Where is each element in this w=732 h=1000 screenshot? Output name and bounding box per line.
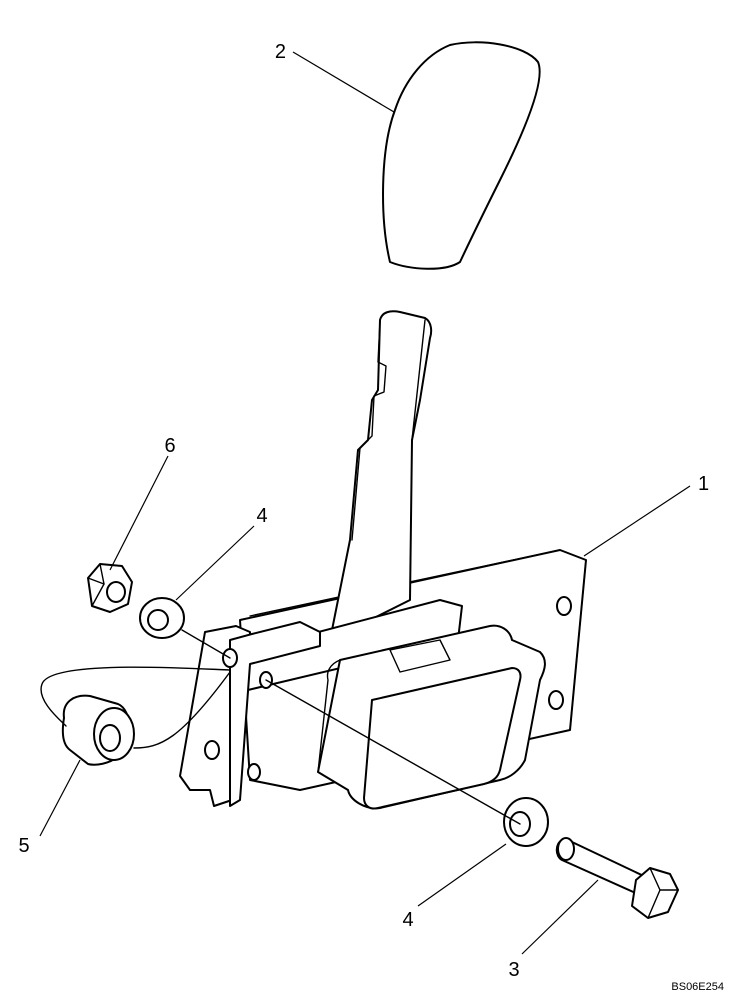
callout-labels: 2 1 6 4 5 4 3 <box>18 41 709 981</box>
spacer-bushing <box>61 694 135 766</box>
bracket-hole-4 <box>247 763 261 781</box>
callout-2: 2 <box>275 41 286 63</box>
callout-6: 6 <box>164 435 175 457</box>
switch-module <box>317 624 546 810</box>
callout-4-lower: 4 <box>402 909 413 931</box>
callout-1: 1 <box>698 473 709 495</box>
washer-lower <box>503 797 549 847</box>
bolt <box>555 837 679 919</box>
shift-knob <box>382 41 541 270</box>
plate-hole-upper-right <box>556 596 572 616</box>
callout-4-upper: 4 <box>256 505 267 527</box>
shift-lever <box>329 310 433 641</box>
leader-lines <box>39 51 691 955</box>
plate-hole-lower-right <box>548 690 564 710</box>
callout-5: 5 <box>18 835 29 857</box>
hex-nut <box>87 563 133 613</box>
bracket-hole-2 <box>204 740 220 760</box>
callout-3: 3 <box>508 959 519 981</box>
washer-upper <box>139 597 185 639</box>
assembly-guide-lines <box>40 629 521 825</box>
reference-code: BS06E254 <box>671 981 724 993</box>
